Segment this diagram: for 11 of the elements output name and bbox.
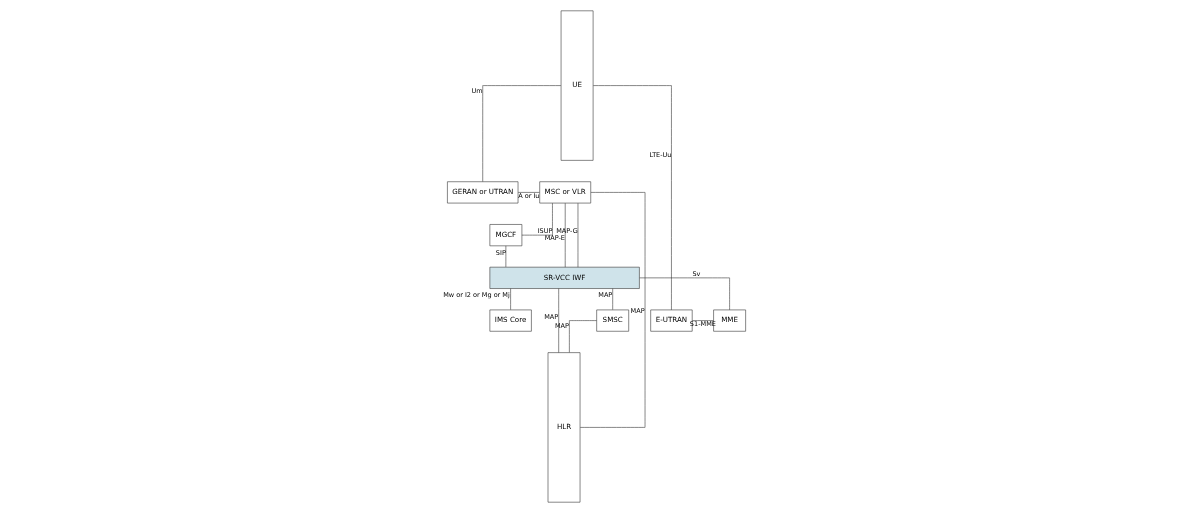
connector [569, 320, 597, 353]
connector [593, 85, 672, 311]
connector [692, 320, 714, 321]
connector [579, 192, 646, 428]
connector [639, 277, 730, 311]
connector [558, 288, 559, 353]
connector [517, 192, 540, 193]
connector [482, 85, 562, 182]
connector [510, 288, 511, 310]
connector [521, 202, 553, 236]
connector [612, 288, 613, 310]
